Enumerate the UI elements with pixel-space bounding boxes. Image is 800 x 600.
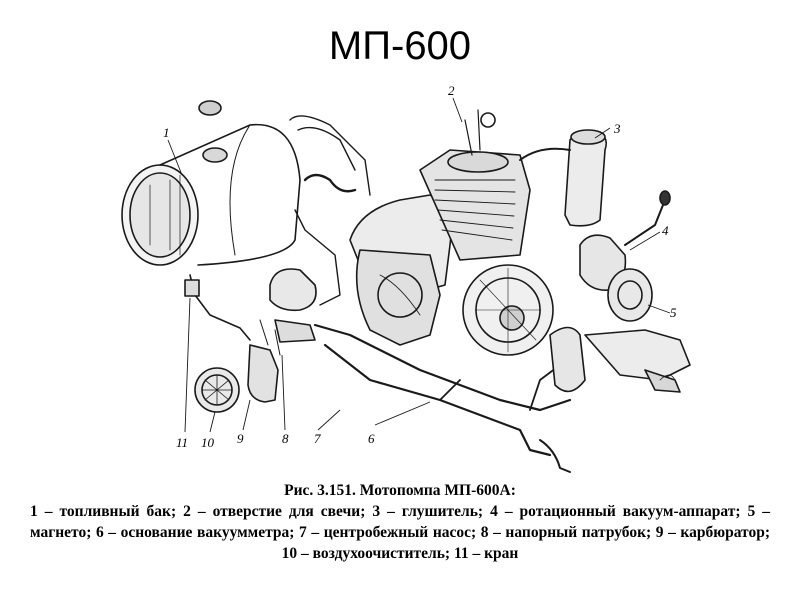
callout-7: 7 [314, 431, 321, 446]
callout-10: 10 [201, 435, 214, 450]
fuel-tank-shape [121, 100, 301, 266]
callout-8: 8 [282, 431, 289, 446]
callout-4: 4 [662, 223, 669, 238]
callout-11: 11 [176, 435, 189, 450]
figure-caption: Рис. 3.151. Мотопомпа МП-600А: 1 – топли… [30, 480, 770, 564]
motor-pump-drawing [121, 97, 691, 473]
callout-3: 3 [614, 121, 621, 136]
callout-2: 2 [448, 83, 455, 98]
callout-6: 6 [368, 431, 375, 446]
callout-5: 5 [670, 305, 677, 320]
slide-title: МП-600 [328, 24, 472, 68]
callout-9: 9 [237, 431, 244, 446]
caption-title: Рис. 3.151. Мотопомпа МП-600А: [284, 482, 516, 499]
caption-body: 1 – топливный бак; 2 – отверстие для све… [30, 503, 770, 562]
callout-1: 1 [163, 125, 170, 140]
engine-block-shape [349, 109, 554, 356]
